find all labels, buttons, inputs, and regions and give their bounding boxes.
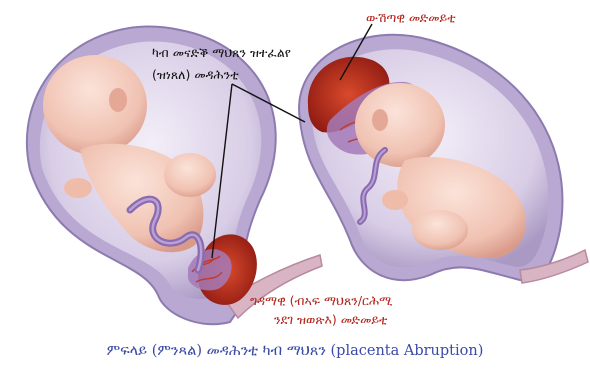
right-fetus-hand [382, 190, 408, 210]
left-fetus-knee [164, 153, 216, 197]
external-bleeding-label: ግዳማዊ (ብኣፍ ማህጸን/ርሕሚ ንደገ ዝወጽእ) መድመይቲ [250, 291, 393, 329]
placenta-label-line1: ካብ መናድቕ ማህጸን ዝተፈልየ [152, 42, 291, 64]
internal-bleeding-label: ውሽጣዊ መድመይቲ [366, 10, 456, 26]
external-label-line1: ግዳማዊ (ብኣፍ ማህጸን/ርሕሚ [250, 291, 393, 310]
external-label-line2: ንደገ ዝወጽእ) መድመይቲ [250, 310, 393, 329]
placenta-label-line2: (ዝነጸለ) መዳሕንቲ [152, 64, 291, 86]
left-fetus-ear [109, 88, 127, 112]
placenta-label: ካብ መናድቕ ማህጸን ዝተፈልየ (ዝነጸለ) መዳሕንቲ [152, 42, 291, 86]
right-fetus-knee [412, 210, 468, 250]
left-fetus-hand [64, 178, 92, 198]
right-fetus-head [355, 83, 445, 167]
right-fetus-ear [372, 109, 388, 131]
figure-caption: ምፍላይ (ምንጻል) መዳሕንቲ ካብ ማህጸን (placenta Abru… [0, 343, 590, 359]
left-fetus-head [43, 55, 147, 155]
